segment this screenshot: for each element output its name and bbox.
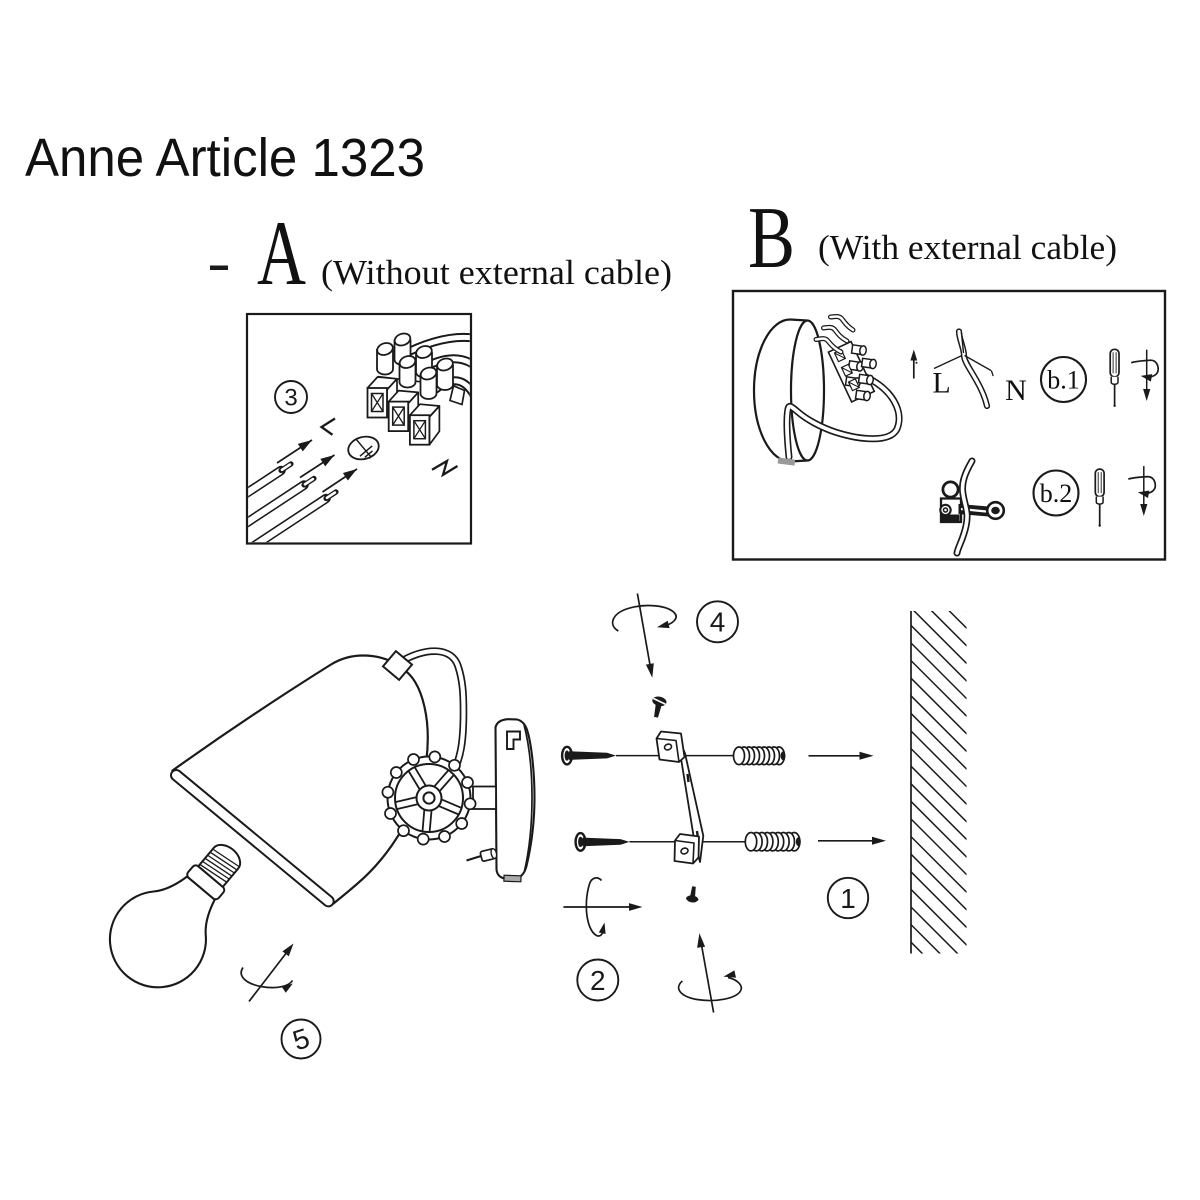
svg-text:1: 1: [840, 883, 856, 914]
svg-text:(With external cable): (With external cable): [818, 228, 1117, 267]
svg-text:3: 3: [284, 384, 297, 411]
svg-text:b.2: b.2: [1040, 479, 1073, 508]
svg-text:A: A: [257, 202, 306, 304]
svg-text:Anne Article 1323: Anne Article 1323: [25, 128, 425, 188]
svg-text:B: B: [748, 190, 795, 287]
svg-text:L: L: [932, 367, 950, 400]
svg-text:b.1: b.1: [1047, 366, 1080, 395]
svg-text:2: 2: [590, 965, 606, 996]
svg-text:N: N: [1005, 374, 1027, 407]
svg-text:4: 4: [710, 607, 726, 638]
svg-text:(Without external cable): (Without external cable): [321, 253, 672, 292]
